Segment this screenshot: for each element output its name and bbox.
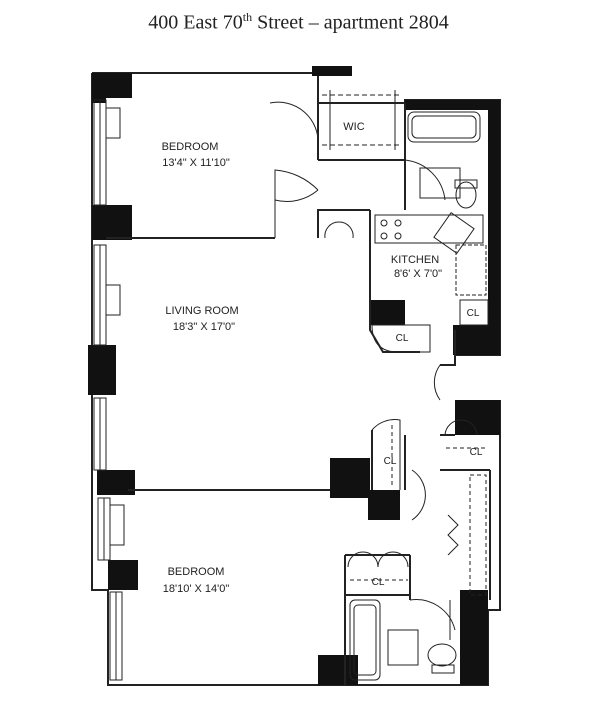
interior-walls [106,103,491,685]
kitchen-name: KITCHEN [391,254,439,266]
wall-block [92,205,132,240]
bedroom-closet-door [347,551,379,568]
hall-closet-right-door [444,419,478,436]
bathtub-2 [349,599,381,681]
wic-label: WIC [343,121,364,133]
bathtub [407,111,481,143]
kitchen-closet-label: CL [467,308,480,319]
wall-block [488,100,500,355]
sink [419,167,461,199]
kitchen-closet-box [459,299,489,326]
window-sill [105,284,121,316]
wall-block [460,590,488,685]
door-swing [274,169,319,238]
refrigerator [455,244,487,296]
title-superscript: th [242,10,253,24]
linen-closet [469,474,487,596]
wall-block [330,458,370,498]
window-sill [109,504,125,546]
wall-block [370,300,405,325]
wall-block [108,560,138,590]
door-swing [411,469,426,521]
bedroom1-size: 13'4" X 11'10" [162,157,230,169]
double-door [324,221,354,239]
window-sill [105,107,121,139]
wall-block [312,66,352,76]
wall-block [455,400,500,435]
wall-block [318,655,358,685]
door-swing [433,364,441,401]
kitchen-counter [374,214,484,244]
bedroom2-size: 18'10' X 14'0" [163,583,230,595]
windows [93,99,125,681]
wall-block [368,490,400,520]
outer-walls [91,72,501,686]
door-swing [409,599,456,631]
pantry-closet-label: CL [396,333,409,344]
hall-closet-right-label: CL [470,447,483,458]
toilet [455,181,477,209]
wall-block [92,73,106,103]
toilet-2 [427,643,457,667]
title-suffix: Street – apartment 2804 [252,11,449,34]
hall-closet-left-label: CL [384,456,397,467]
bedroom1-name: BEDROOM [162,141,219,153]
sink-2 [387,629,419,666]
living-room-size: 18'3" X 17'0" [173,321,235,333]
wall-block [453,325,500,355]
bedroom-closet-label: CL [372,577,385,588]
kitchen-size: 8'6' X 7'0" [394,268,442,280]
wall-block [88,345,116,395]
plan-title: 400 East 70th Street – apartment 2804 [0,10,597,35]
bedroom2-name: BEDROOM [168,566,225,578]
living-room-name: LIVING ROOM [165,305,238,317]
hall-closet-left [371,419,401,490]
wall-blocks [88,66,500,685]
wall-block [405,100,500,110]
fixtures [269,90,489,681]
wall-block [97,470,135,495]
title-prefix: 400 East 70 [148,11,243,34]
pantry-closet [371,324,431,353]
door-swing [269,101,319,146]
door-swing [404,159,446,201]
kitchen-sink [433,211,475,255]
bifold-door [447,514,459,556]
